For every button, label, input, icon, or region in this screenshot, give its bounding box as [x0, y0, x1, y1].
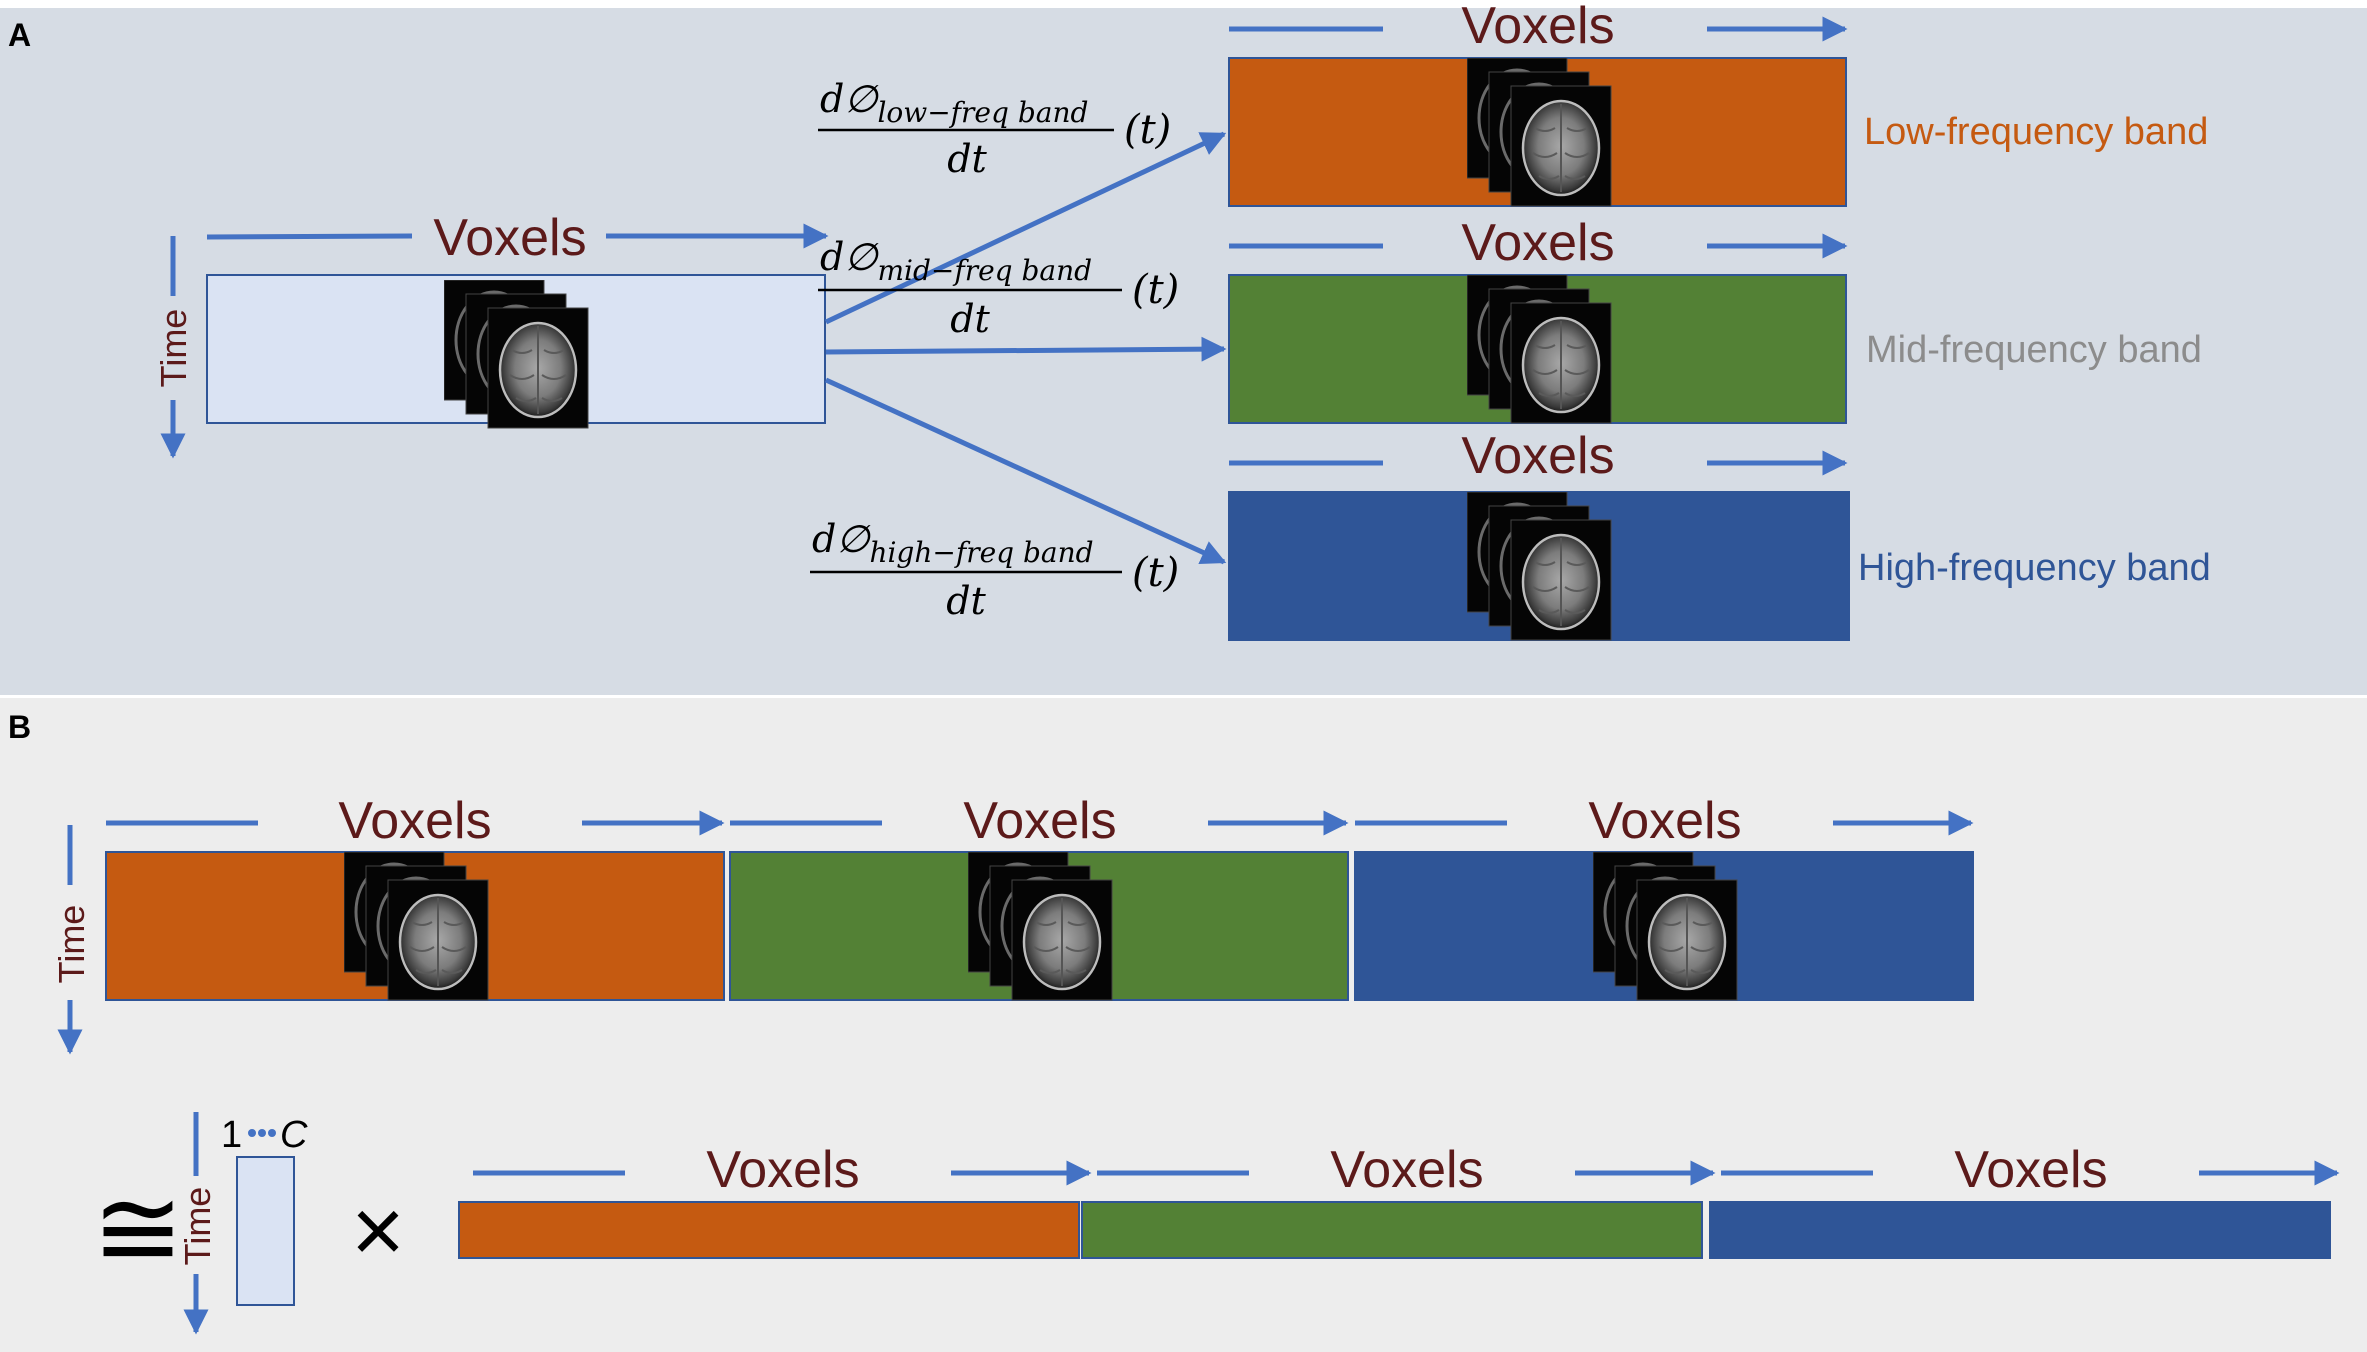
mid-band-name: Mid-frequency band	[1866, 329, 2202, 371]
svg-text:(t): (t)	[1132, 550, 1179, 596]
low-band-brain-stack-icon	[1467, 58, 1613, 208]
svg-text:(t): (t)	[1132, 267, 1179, 313]
b-top-voxels-2-label: Voxels	[963, 792, 1116, 850]
b-top-mid-brain-stack-icon	[968, 852, 1114, 1002]
mid-band-voxels-label: Voxels	[1461, 214, 1614, 272]
approx-equal-symbol: ≅	[92, 1167, 184, 1290]
b-bottom-voxels-1-label: Voxels	[706, 1141, 859, 1199]
arrow-to-mid-band	[825, 336, 1227, 362]
derivative-high: d∅high−freq band dt (t)	[810, 517, 1179, 623]
high-band-brain-stack-icon	[1467, 492, 1613, 642]
component-dot-icon	[268, 1129, 276, 1137]
arrow-to-high-band	[824, 377, 1227, 565]
b-bottom-low-matrix	[458, 1201, 1080, 1259]
svg-text:dt: dt	[950, 297, 990, 341]
b-top-voxels-3-label: Voxels	[1588, 792, 1741, 850]
b-top-voxels-1-label: Voxels	[338, 792, 491, 850]
low-band-voxels-label: Voxels	[1461, 0, 1614, 55]
component-end-label: C	[280, 1114, 308, 1156]
high-band-voxels-label: Voxels	[1461, 427, 1614, 485]
panel-a-label: A	[8, 17, 31, 53]
panel-b-label: B	[8, 709, 31, 745]
svg-text:d∅high−freq band: d∅high−freq band	[812, 517, 1094, 569]
b-small-time-label: Time	[177, 1187, 218, 1266]
low-band-name: Low-frequency band	[1864, 111, 2208, 153]
high-band-name: High-frequency band	[1858, 547, 2211, 589]
component-dot-icon	[248, 1129, 256, 1137]
b-bottom-voxels-2-label: Voxels	[1330, 1141, 1483, 1199]
b-top-low-brain-stack-icon	[344, 852, 490, 1002]
mid-band-brain-stack-icon	[1467, 275, 1613, 425]
derivative-low: d∅low−freq band dt (t)	[818, 77, 1171, 181]
svg-text:d∅mid−freq band: d∅mid−freq band	[820, 235, 1092, 287]
b-top-high-brain-stack-icon	[1593, 852, 1739, 1002]
derivative-mid: d∅mid−freq band dt (t)	[818, 235, 1179, 341]
svg-text:d∅low−freq band: d∅low−freq band	[820, 77, 1088, 129]
input-voxels-label: Voxels	[433, 209, 586, 267]
component-dot-icon	[258, 1129, 266, 1137]
b-bottom-voxels-3-label: Voxels	[1954, 1141, 2107, 1199]
input-brain-stack-icon	[444, 280, 590, 430]
input-voxels-arrow-left	[206, 233, 413, 240]
b-bottom-high-matrix	[1709, 1201, 2331, 1259]
svg-text:(t): (t)	[1124, 107, 1171, 153]
component-start-label: 1	[221, 1114, 242, 1156]
svg-text:dt: dt	[947, 137, 987, 181]
input-time-label: Time	[153, 309, 194, 388]
b-bottom-mid-matrix	[1081, 1201, 1703, 1259]
multiply-symbol: ×	[351, 1180, 405, 1282]
b-time-label: Time	[51, 905, 92, 984]
time-course-matrix	[236, 1156, 295, 1306]
svg-text:dt: dt	[946, 579, 986, 623]
